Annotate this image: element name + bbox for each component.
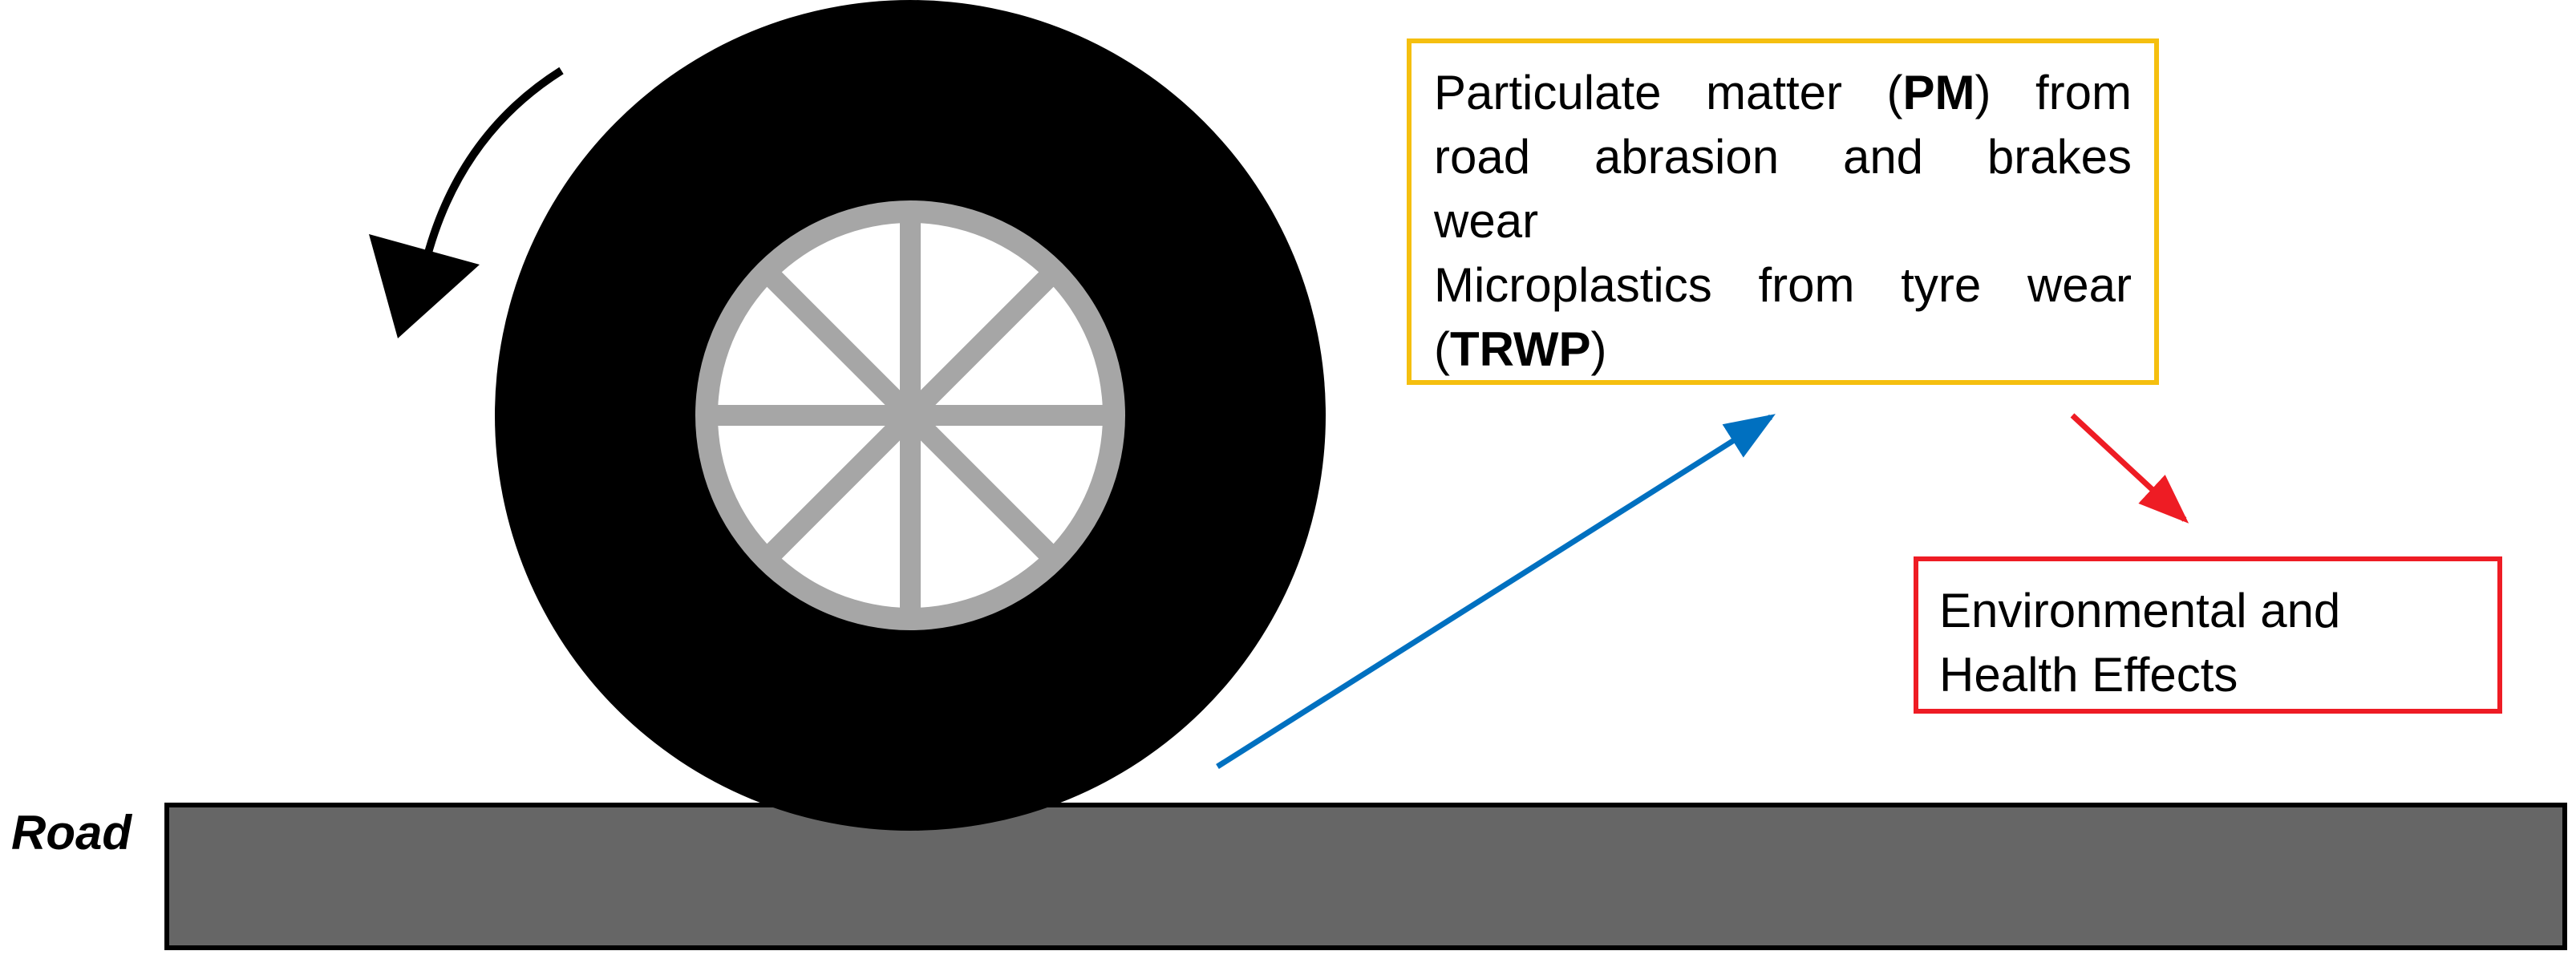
trwp-abbreviation: TRWP	[1449, 322, 1591, 376]
pm-source-line: road abrasion and brakes	[1434, 130, 2132, 184]
effects-line-1: Environmental and	[1939, 584, 2341, 637]
effects-line-2: Health Effects	[1939, 648, 2238, 702]
pm-line: Particulate matter (PM) from	[1434, 66, 2132, 119]
effects-box: Environmental and Health Effects	[1914, 556, 2502, 714]
pollutant-sources-box: Particulate matter (PM) from road abrasi…	[1407, 38, 2159, 385]
effects-arrow	[2070, 413, 2189, 524]
road-surface	[164, 803, 2567, 950]
trwp-line: (TRWP)	[1434, 322, 1607, 376]
wheel-spokes	[718, 223, 1103, 608]
tyre-wheel-icon	[495, 0, 1326, 831]
microplastics-line: Microplastics from tyre wear	[1434, 258, 2132, 312]
emission-arrow	[1216, 414, 1776, 769]
pm-abbreviation: PM	[1902, 66, 1975, 119]
counterclockwise-arrow-icon	[369, 67, 564, 338]
road-label: Road	[11, 806, 132, 860]
pm-source-line-end: wear	[1434, 194, 1539, 248]
